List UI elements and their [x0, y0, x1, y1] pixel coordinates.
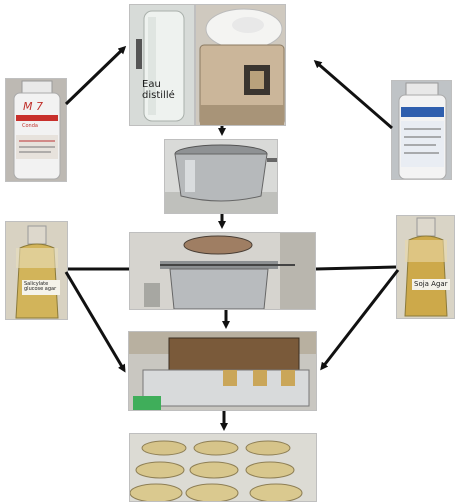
water-bottle-label: Eau distillé	[142, 79, 175, 101]
arrow-right-bottle-to-bath	[320, 269, 400, 371]
bottle-right-label: Soja Agar	[412, 279, 450, 291]
water-bottle-photo: Eau distillé	[129, 4, 195, 126]
arrow-m7-to-water	[64, 45, 127, 106]
steel-pot-photo	[164, 139, 278, 214]
reagent-jar-image	[392, 81, 451, 179]
water-bath-photo	[128, 331, 317, 411]
m7-jar-image	[6, 79, 66, 181]
autoclave-image	[130, 233, 315, 309]
petri-dishes-image	[130, 434, 316, 501]
m7-jar-photo: M 7 Conda	[5, 78, 67, 182]
m7-jar-label: M 7	[23, 100, 43, 113]
m7-jar-brand: Conda	[22, 123, 38, 129]
arrow-left-bottle-to-bath	[64, 271, 126, 373]
bottle-right-photo: Soja Agar	[396, 215, 455, 319]
bottle-left-label: Salicylate glucose agar	[22, 280, 60, 295]
bottle-left-photo: Salicylate glucose agar	[5, 221, 68, 320]
balance-image	[196, 5, 285, 125]
bottle-right-image	[397, 216, 454, 318]
autoclave-photo	[129, 232, 316, 310]
water-bath-image	[129, 332, 316, 410]
balance-photo	[195, 4, 286, 126]
bottle-left-image	[6, 222, 67, 319]
arrow-reagent-to-balance	[313, 60, 393, 130]
water-bottle-image	[130, 5, 194, 125]
reagent-jar-photo	[391, 80, 452, 180]
steel-pot-image	[165, 140, 277, 213]
arrow-right-bottle-to-autoclave	[315, 265, 397, 271]
